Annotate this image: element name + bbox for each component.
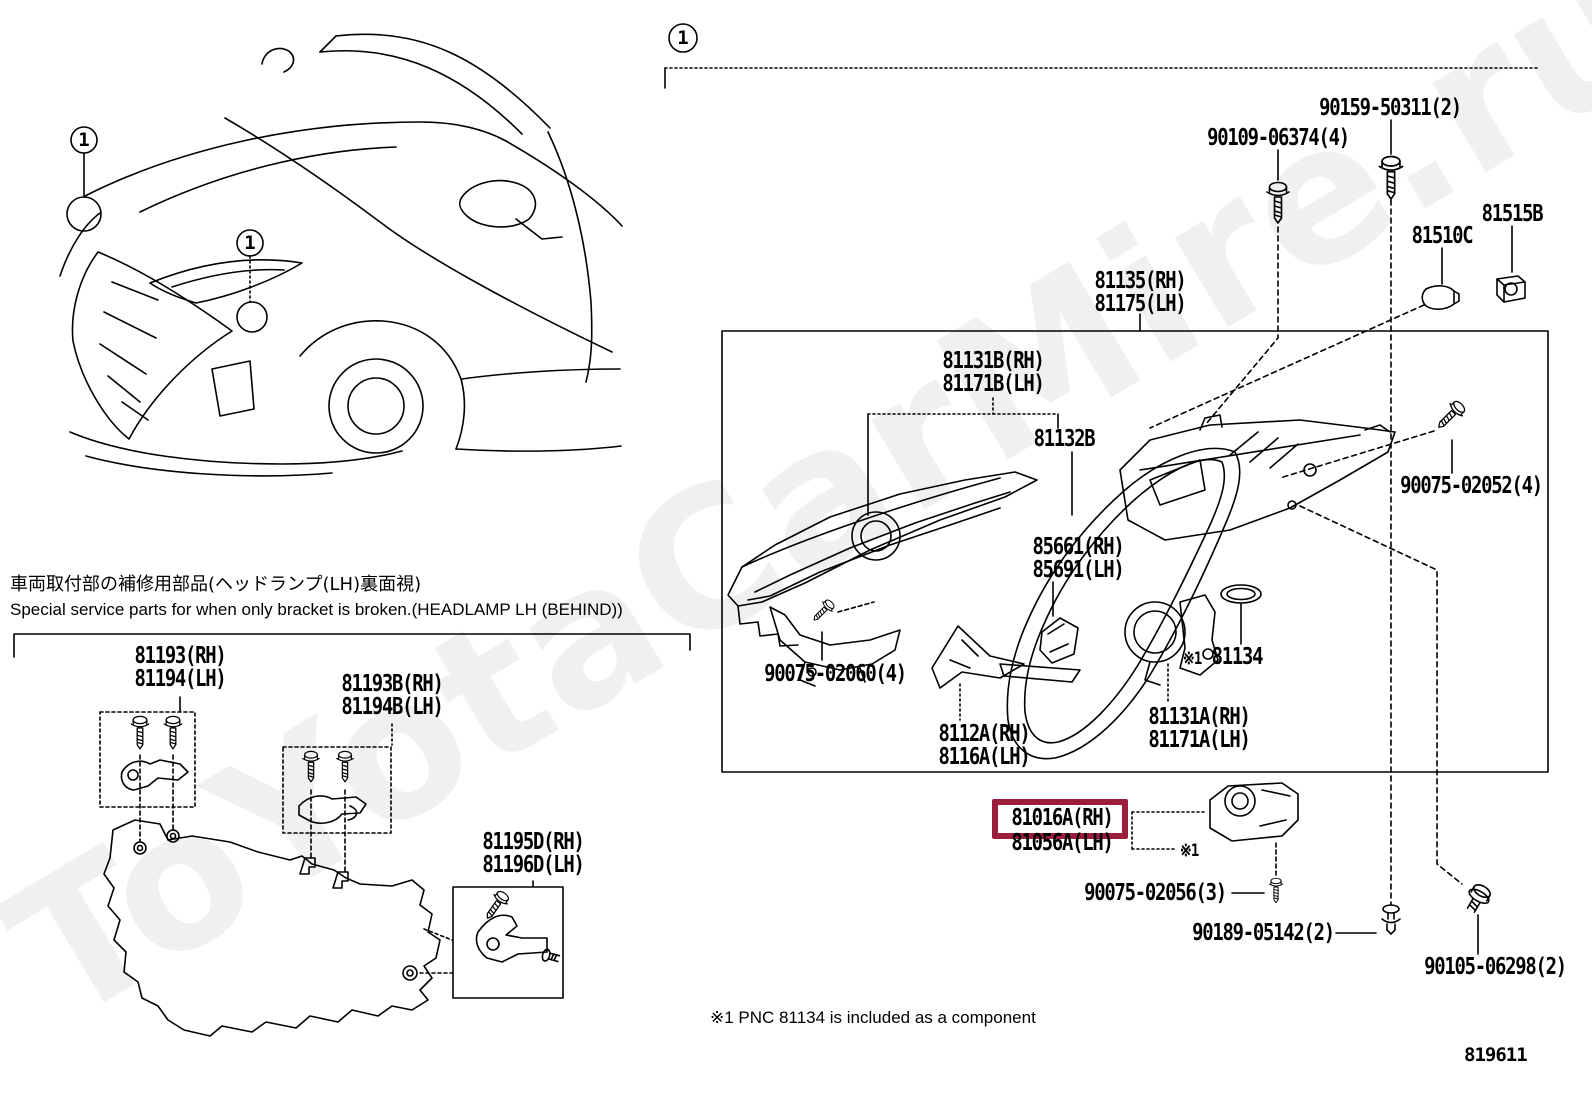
screw-icon [1266, 181, 1290, 224]
diagram-number: 819611 [1464, 1044, 1528, 1066]
callout-number: 1 [78, 129, 90, 151]
part-label-8112a[interactable]: 8112A(RH) 8116A(LH) [938, 721, 1030, 770]
part-label-81016a-selected[interactable]: 81016A(RH) [1011, 805, 1113, 831]
headlamp-assembly-drawing [727, 471, 1038, 687]
main-assembly-box [721, 330, 1549, 773]
special-service-note-en: Special service parts for when only brac… [10, 600, 623, 619]
leader-lines-special [139, 696, 534, 974]
oring-drawing [1220, 584, 1262, 604]
part-label-81056a[interactable]: 81056A(LH) [1011, 830, 1113, 856]
callout-number: 1 [244, 232, 256, 254]
gasket-drawing [1006, 447, 1241, 760]
part-label-81134[interactable]: ※1 81134 [1183, 644, 1263, 670]
bracket-81193b-drawing [298, 795, 367, 824]
headlamp-housing-drawing [1119, 414, 1396, 541]
part-label-90075-02056[interactable]: 90075-02056(3) [1084, 880, 1227, 906]
footnote: ※1 PNC 81134 is included as a component [710, 1008, 1036, 1027]
part-label-90189-05142[interactable]: 90189-05142(2) [1192, 920, 1335, 946]
part-label-81195d[interactable]: 81195D(RH) 81196D(LH) [482, 829, 584, 878]
bracket-box-81195d [452, 886, 564, 999]
part-label-90075-02060[interactable]: 90075-02060(4) [764, 661, 907, 687]
bulb-icon [1421, 285, 1460, 310]
part-label-81135[interactable]: 81135(RH) 81175(LH) [1094, 268, 1186, 317]
car-front-sketch [59, 33, 623, 477]
part-label-81515b[interactable]: 81515B [1481, 201, 1544, 227]
ref-mark: ※1 [1183, 649, 1202, 669]
leader-lines-bottom [1131, 811, 1479, 955]
part-label-81510c[interactable]: 81510C [1411, 223, 1474, 249]
screw-icon [336, 750, 354, 783]
retainer-85661-drawing [1039, 617, 1079, 664]
part-label-90109-06374[interactable]: 90109-06374(4) [1207, 125, 1350, 151]
garnish-drawing [931, 625, 1081, 689]
part-label-90159-50311[interactable]: 90159-50311(2) [1319, 95, 1462, 121]
screw-icon [163, 715, 183, 750]
main-callout-bracket [664, 23, 1541, 89]
headlamp-rear-outline [103, 819, 441, 1037]
screw-icon [302, 750, 320, 783]
special-service-note-ja: 車両取付部の補修用部品(ヘッドランプ(LH)裏面視) [10, 574, 422, 595]
ref-mark: ※1 [1180, 841, 1199, 861]
part-label-81131a[interactable]: 81131A(RH) 81171A(LH) [1148, 704, 1250, 753]
screw-icon [1431, 397, 1469, 435]
bolt-icon [1466, 884, 1491, 913]
socket-icon [1496, 275, 1526, 303]
screw-icon [1378, 155, 1404, 200]
bracket-box-81193 [99, 711, 196, 808]
bracket-81195d-drawing [475, 914, 561, 963]
screw-icon [808, 596, 838, 626]
ecu-drawing [1209, 782, 1299, 842]
screw-icon [130, 715, 150, 750]
footnote-ref: ※1 [710, 1008, 734, 1027]
leader-lines-top [1139, 119, 1513, 905]
part-label-81193[interactable]: 81193(RH) 81194(LH) [134, 643, 226, 692]
bracket-81193-drawing [120, 759, 189, 791]
part-label-90105-06298[interactable]: 90105-06298(2) [1424, 954, 1567, 980]
callout-number: 1 [677, 27, 689, 49]
screw-icon [1268, 877, 1284, 904]
screw-icon [480, 887, 513, 924]
headlamp-location-callouts [66, 126, 268, 333]
projector-unit-drawing [1124, 594, 1219, 686]
leader-lines-box [821, 397, 1463, 885]
part-label-81131b[interactable]: 81131B(RH) 81171B(LH) [942, 348, 1044, 397]
part-label-85661[interactable]: 85661(RH) 85691(LH) [1032, 534, 1124, 583]
part-label-81132b[interactable]: 81132B [1033, 426, 1096, 452]
clip-icon [1381, 904, 1401, 935]
special-service-bracket [13, 633, 691, 658]
part-label-90075-02052[interactable]: 90075-02052(4) [1400, 473, 1543, 499]
highlight-box-81016a [992, 799, 1128, 839]
bracket-box-81193b [282, 746, 392, 834]
part-label-81193b[interactable]: 81193B(RH) 81194B(LH) [341, 671, 443, 720]
